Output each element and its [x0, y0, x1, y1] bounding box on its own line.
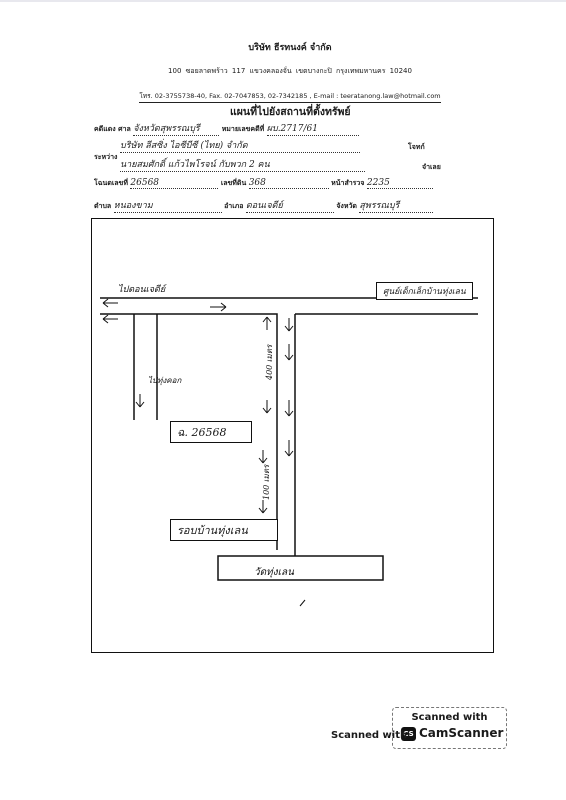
land-no-label: เลขที่ดิน	[220, 179, 247, 187]
temple-label: วัดทุ่งเลน	[254, 567, 294, 578]
camscanner-badge: Scanned with CS CamScanner	[392, 707, 507, 749]
arrow-left-icon-2	[102, 314, 118, 324]
arrow-down-icon	[284, 318, 294, 332]
arrow-down-icon-8	[284, 440, 294, 457]
road-edge-left	[100, 313, 278, 550]
black-case-value: ผบ.2717/61	[266, 121, 359, 136]
case-court-value: จังหวัดสุพรรณบุรี	[133, 121, 220, 136]
plaintiff-value: บริษัท ลีสซิ่ง ไอซีบีซี (ไทย) จำกัด	[120, 138, 360, 153]
deed-row: โฉนดเลขที่ 26568 เลขที่ดิน 368 หน้าสำรวจ…	[94, 178, 433, 189]
case-row: คดีแดง ศาล จังหวัดสุพรรณบุรี หมายเลขคดีท…	[94, 121, 359, 136]
deed-value: 26568	[130, 178, 219, 189]
amphoe-label: อำเภอ	[224, 202, 244, 210]
arrow-down-icon-4	[262, 400, 272, 414]
camscanner-logo-icon: CS	[401, 727, 416, 741]
survey-label: หน้าสำรวจ	[331, 179, 365, 187]
arrow-right-icon	[210, 302, 227, 312]
school-label: ศูนย์เด็กเล็กบ้านทุ่งเลน	[376, 282, 473, 300]
province-label: จังหวัด	[336, 202, 357, 210]
deed-box: ฉ. 26568	[170, 421, 252, 443]
tambon-label: ตำบล	[94, 202, 112, 210]
arrow-down-icon-5	[135, 394, 145, 408]
road-top-label: ไปดอนเจดีย์	[118, 285, 166, 295]
letterhead: บริษัท ธีรทนงค์ จำกัด 100 ซอยลาดพร้าว 11…	[90, 40, 490, 103]
form-title: แผนที่ไปยังสถานที่ตั้งทรัพย์	[230, 106, 351, 118]
deed-label: โฉนดเลขที่	[94, 179, 128, 187]
scanned-with-text: Scanned with	[411, 712, 488, 723]
distance-label-2: 100 เมตร	[262, 464, 271, 500]
page-edge	[0, 0, 566, 2]
temple-box-outline	[217, 555, 384, 581]
survey-value: 2235	[366, 178, 433, 189]
scanned-with-left: Scanned with	[331, 730, 408, 741]
defendant-row: นายสมศักดิ์ แก้วไพโรจน์ กับพวก 2 คน	[120, 157, 365, 172]
black-case-label: หมายเลขคดีที่	[221, 125, 265, 133]
company-name: บริษัท ธีรทนงค์ จำกัด	[248, 43, 332, 53]
defendant-role: จำเลย	[422, 163, 441, 171]
distance-label-1: 400 เมตร	[265, 344, 274, 380]
arrow-down-icon-6	[258, 450, 268, 464]
arrow-down-icon-7	[258, 500, 268, 514]
camscanner-brand: CamScanner	[419, 726, 504, 740]
location-row: ตำบล หนองขาม อำเภอ ดอนเจดีย์ จังหวัด สุพ…	[94, 198, 434, 213]
arrow-up-icon	[262, 316, 272, 330]
case-court-label: คดีแดง ศาล	[94, 125, 131, 133]
village-box: รอบบ้านทุ่งเลน	[170, 519, 278, 541]
arrow-down-icon-3	[284, 400, 294, 417]
side-road	[133, 314, 158, 420]
side-road-label: ไปทุ่งคอก	[148, 376, 182, 385]
plaintiff-row: บริษัท ลีสซิ่ง ไอซีบีซี (ไทย) จำกัด	[120, 138, 360, 153]
company-contact: โทร. 02-3755738-40, Fax. 02-7047853, 02-…	[139, 91, 441, 103]
defendant-value: นายสมศักดิ์ แก้วไพโรจน์ กับพวก 2 คน	[120, 157, 365, 172]
between-label: ระหว่าง	[94, 153, 118, 161]
map-frame	[91, 218, 494, 653]
land-no-value: 368	[248, 178, 329, 189]
arrow-down-icon-2	[284, 344, 294, 361]
stray-mark	[299, 599, 306, 607]
tambon-value: หนองขาม	[113, 198, 222, 213]
plaintiff-role: โจทก์	[408, 143, 425, 151]
amphoe-value: ดอนเจดีย์	[245, 198, 334, 213]
province-value: สุพรรณบุรี	[359, 198, 434, 213]
arrow-left-icon	[102, 298, 118, 308]
company-address: 100 ซอยลาดพร้าว 117 แขวงคลองจั่น เขตบางก…	[168, 67, 412, 75]
